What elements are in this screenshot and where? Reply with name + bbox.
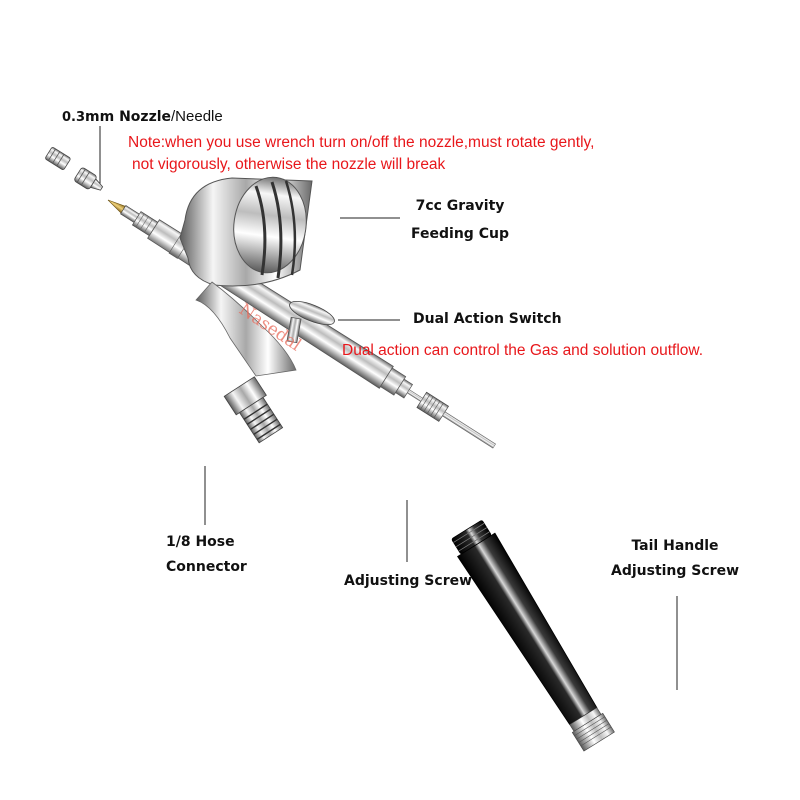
nozzle-needle-label: 0.3mm Nozzle/Needle <box>62 108 223 125</box>
gravity-cup-label: 7cc Gravity Feeding Cup <box>400 194 520 247</box>
tail-label-line-1: Tail Handle <box>631 538 719 554</box>
nozzle-size-value: 0.3 <box>62 110 86 125</box>
nozzle-needle-suffix: /Needle <box>171 108 223 125</box>
tail-label-line-2: Adjusting Screw <box>610 563 740 579</box>
dual-action-note: Dual action can control the Gas and solu… <box>342 342 704 359</box>
note-line-2: not vigorously, otherwise the nozzle wil… <box>132 156 446 173</box>
tail-handle-part <box>451 520 615 752</box>
gravity-cup-part <box>179 176 313 287</box>
dual-action-switch-label: Dual Action Switch <box>413 311 562 327</box>
cup-label-line-2: Feeding Cup <box>411 226 509 242</box>
adjusting-screw-label: Adjusting Screw <box>344 573 473 589</box>
nozzle-size-unit: mm Nozzle <box>85 109 172 125</box>
nozzle-warning-note: Note:when you use wrench turn on/off the… <box>128 132 594 176</box>
trigger-part <box>286 300 335 344</box>
tail-handle-label: Tail Handle Adjusting Screw <box>600 534 750 584</box>
hose-connector-part <box>223 376 284 444</box>
hose-label-line-2: Connector <box>166 559 247 575</box>
note-line-1: Note:when you use wrench turn on/off the… <box>128 134 595 151</box>
hose-label-line-1: 1/8 Hose <box>166 534 235 550</box>
hose-connector-label: 1/8 Hose Connector <box>166 530 247 580</box>
nozzle-cap-part <box>45 147 71 170</box>
nozzle-part <box>74 167 104 191</box>
handle-grip-part <box>195 281 297 377</box>
cup-label-line-1: 7cc Gravity <box>415 198 505 214</box>
